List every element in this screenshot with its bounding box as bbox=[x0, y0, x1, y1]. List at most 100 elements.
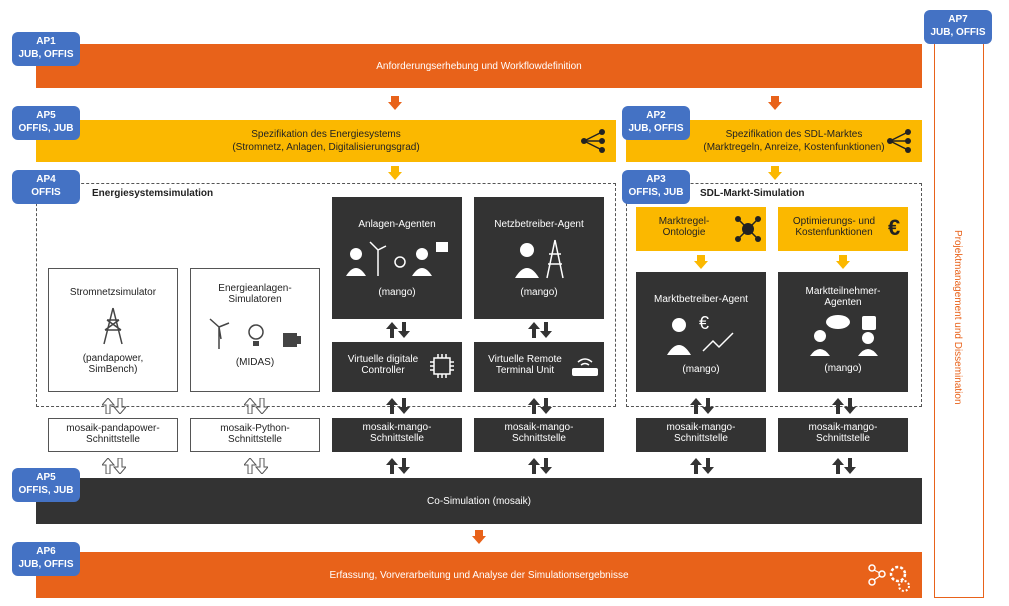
bidirectional-arrow-icon bbox=[244, 458, 268, 474]
badge-id: AP3 bbox=[646, 174, 666, 185]
bidirectional-arrow-icon bbox=[386, 458, 410, 474]
market-rules-box: Marktregel- Ontologie bbox=[636, 207, 766, 251]
bidirectional-arrow-icon bbox=[528, 398, 552, 414]
rtu-line1: Virtuelle Remote bbox=[488, 354, 562, 365]
badge-partners: JUB, OFFIS bbox=[930, 27, 986, 38]
market-op-sub: (mango) bbox=[682, 364, 720, 375]
grid-simulator-box: Stromnetzsimulator (pandapower, SimBench… bbox=[48, 268, 178, 392]
svg-text:€: € bbox=[699, 313, 709, 333]
bidirectional-arrow-icon bbox=[528, 458, 552, 474]
badge-partners: JUB, OFFIS bbox=[628, 123, 684, 134]
arrow-down-yellow-4 bbox=[836, 255, 850, 269]
badge-id: AP5 bbox=[36, 472, 56, 483]
arrow-down-yellow-1 bbox=[388, 166, 402, 180]
chip-icon bbox=[430, 354, 454, 378]
hierarchy-icon bbox=[887, 129, 911, 153]
market-rules-line1: Marktregel- bbox=[658, 216, 710, 227]
analysis-bar: Erfassung, Vorverarbeitung und Analyse d… bbox=[36, 552, 922, 598]
market-part-title1: Marktteilnehmer- bbox=[805, 286, 881, 297]
badge-id: AP1 bbox=[36, 36, 56, 47]
mango-interface-2: mosaik-mango- Schnittstelle bbox=[474, 418, 604, 452]
side-panel-label: Projektmanagement und Dissemination bbox=[952, 230, 963, 405]
arrow-down-1 bbox=[388, 96, 402, 110]
router-icon bbox=[572, 358, 598, 376]
remote-terminal-box: Virtuelle Remote Terminal Unit bbox=[474, 342, 604, 392]
market-part-sub: (mango) bbox=[824, 363, 862, 374]
vdc-line1: Virtuelle digitale bbox=[347, 354, 419, 365]
pandapower-interface: mosaik-pandapower- Schnittstelle bbox=[48, 418, 178, 452]
bidirectional-arrow-icon bbox=[244, 398, 268, 414]
wind-turbine-icon bbox=[209, 318, 230, 349]
energy-spec-title: Spezifikation des Energiesystems bbox=[251, 129, 401, 140]
grid-operator-icon bbox=[515, 239, 564, 279]
python-interface: mosaik-Python- Schnittstelle bbox=[190, 418, 320, 452]
vdc-line2: Controller bbox=[361, 365, 405, 376]
bidirectional-arrow-icon bbox=[690, 458, 714, 474]
mango4-line2: Schnittstelle bbox=[816, 433, 870, 444]
mango-interface-3: mosaik-mango- Schnittstelle bbox=[636, 418, 766, 452]
badge-id: AP4 bbox=[36, 174, 56, 185]
energy-spec-sub: (Stromnetz, Anlagen, Digitalisierungsgra… bbox=[232, 142, 420, 153]
bidirectional-arrow-icon bbox=[832, 458, 856, 474]
arrow-down-3 bbox=[472, 530, 486, 544]
agents-icon bbox=[346, 241, 448, 276]
mango-interface-4: mosaik-mango- Schnittstelle bbox=[778, 418, 908, 452]
requirements-bar: Anforderungserhebung und Workflowdefinit… bbox=[36, 44, 922, 88]
badge-partners: JUB, OFFIS bbox=[18, 559, 74, 570]
market-part-title2: Agenten bbox=[824, 297, 862, 308]
battery-icon bbox=[283, 333, 301, 347]
grid-sim-title: Stromnetzsimulator bbox=[69, 287, 157, 298]
plant-sim-title2: Simulatoren bbox=[228, 294, 282, 305]
rtu-line2: Terminal Unit bbox=[495, 365, 555, 376]
mango3-line1: mosaik-mango- bbox=[666, 422, 736, 433]
euro-icon: € bbox=[888, 215, 901, 240]
badge-id: AP2 bbox=[646, 110, 666, 121]
hierarchy-icon bbox=[581, 129, 605, 153]
cosimulation-bar: Co-Simulation (mosaik) bbox=[36, 478, 922, 524]
badge-partners: OFFIS, JUB bbox=[18, 485, 74, 496]
plant-simulator-box: Energieanlagen- Simulatoren (MIDAS) bbox=[190, 268, 320, 392]
sdl-spec-title: Spezifikation des SDL-Marktes bbox=[725, 129, 863, 140]
python-line2: Schnittstelle bbox=[228, 434, 282, 445]
process-gears-icon bbox=[868, 564, 910, 592]
badge-partners: OFFIS, JUB bbox=[628, 187, 684, 198]
bidirectional-arrow-icon bbox=[102, 398, 126, 414]
energy-spec-bar: Spezifikation des Energiesystems (Stromn… bbox=[36, 120, 616, 162]
network-icon bbox=[735, 216, 761, 242]
pandapower-line2: Schnittstelle bbox=[86, 434, 140, 445]
plant-agents-sub: (mango) bbox=[378, 287, 416, 298]
arrow-down-yellow-2 bbox=[768, 166, 782, 180]
energy-sim-region bbox=[36, 183, 616, 407]
sdl-spec-sub: (Marktregeln, Anreize, Kostenfunktionen) bbox=[703, 142, 885, 153]
mango-interface-1: mosaik-mango- Schnittstelle bbox=[332, 418, 462, 452]
bidirectional-arrow-icon bbox=[528, 322, 552, 338]
virtual-controller-box: Virtuelle digitale Controller bbox=[332, 342, 462, 392]
light-bulb-icon bbox=[248, 324, 264, 346]
bidirectional-arrow-icon bbox=[102, 458, 126, 474]
energy-sim-label: Energiesystemsimulation bbox=[92, 188, 214, 199]
mango3-line2: Schnittstelle bbox=[674, 433, 728, 444]
plant-agents-box: Anlagen-Agenten (mango) bbox=[332, 197, 462, 319]
mango1-line2: Schnittstelle bbox=[370, 433, 424, 444]
bidirectional-arrow-icon bbox=[386, 398, 410, 414]
sdl-sim-region bbox=[626, 183, 922, 407]
badge-id: AP5 bbox=[36, 110, 56, 121]
bidirectional-arrow-icon bbox=[386, 322, 410, 338]
grid-sim-sub2: SimBench) bbox=[88, 364, 138, 375]
grid-sim-sub1: (pandapower, bbox=[82, 353, 144, 364]
sdl-spec-bar: Spezifikation des SDL-Marktes (Marktrege… bbox=[626, 120, 922, 162]
grid-op-title: Netzbetreiber-Agent bbox=[494, 219, 584, 230]
badge-id: AP7 bbox=[948, 14, 968, 25]
mango4-line1: mosaik-mango- bbox=[808, 422, 878, 433]
python-line1: mosaik-Python- bbox=[220, 423, 290, 434]
market-operator-box: Marktbetreiber-Agent € (mango) bbox=[636, 272, 766, 392]
plant-agents-title: Anlagen-Agenten bbox=[358, 219, 436, 230]
market-op-title: Marktbetreiber-Agent bbox=[654, 294, 748, 305]
bidirectional-arrow-icon bbox=[690, 398, 714, 414]
pandapower-line1: mosaik-pandapower- bbox=[66, 423, 160, 434]
sdl-sim-label: SDL-Markt-Simulation bbox=[700, 188, 805, 199]
